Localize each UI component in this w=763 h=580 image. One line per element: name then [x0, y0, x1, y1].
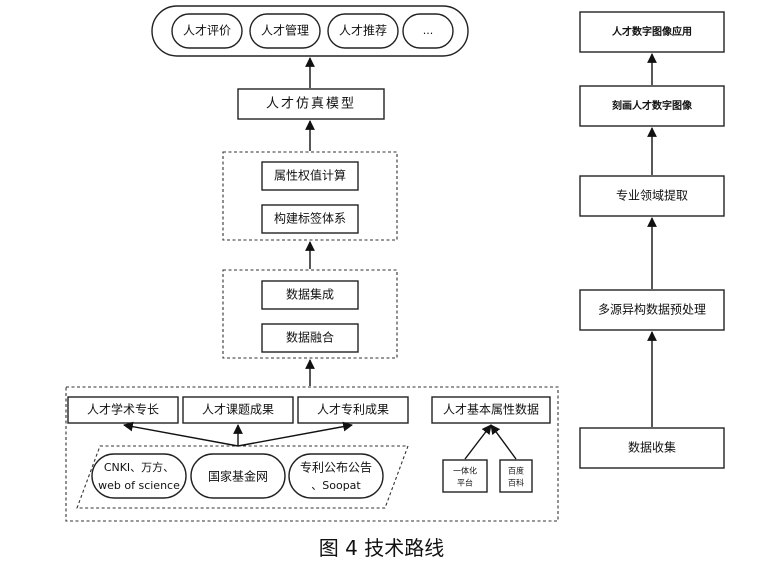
data-integration-label: 数据集成: [286, 287, 334, 302]
source-patent: 专利公布公告 、Soopat: [288, 453, 384, 499]
patent-results-box: [297, 396, 409, 424]
app-label: 人才推荐: [339, 24, 387, 38]
data-fusion-box: [261, 323, 359, 353]
domain-extraction-label: 专业领域提取: [616, 188, 688, 203]
patent-results-label: 人才专利成果: [317, 402, 389, 417]
app-label: 人才管理: [261, 23, 309, 38]
academic-expertise-label: 人才学术专长: [87, 402, 159, 417]
digital-image-application-box: [579, 11, 725, 53]
sources-parallelogram: [76, 445, 409, 509]
source-cnki-line2: web of science: [98, 479, 180, 492]
baidu-baike-line1: 百度: [508, 466, 524, 476]
basic-attributes-label: 人才基本属性数据: [443, 402, 539, 417]
label-system-label: 构建标签体系: [274, 211, 346, 226]
source-cnki-line1: CNKI、万方、: [104, 460, 174, 474]
attribute-weight-label: 属性权值计算: [274, 168, 346, 183]
bottom-source-container: [65, 386, 559, 522]
project-results-label: 人才课题成果: [202, 403, 274, 417]
integrated-platform-line1: 一体化: [453, 466, 477, 476]
domain-extraction-box: [579, 175, 725, 217]
data-collection-label: 数据收集: [628, 440, 676, 455]
portray-digital-image-label: 刻画人才数字图像: [612, 99, 693, 112]
source-patent-line1: 专利公布公告: [300, 460, 372, 475]
app-label: 人才评价: [183, 24, 231, 38]
app-pill-talent-recommendation: 人才推荐: [327, 13, 399, 49]
simulation-model-label: 人才仿真模型: [266, 97, 356, 112]
integrated-platform-box: [442, 459, 488, 493]
academic-expertise-box: [67, 396, 179, 424]
source-national-fund: 国家基金网: [190, 453, 286, 499]
integrated-platform-line2: 平台: [457, 478, 473, 488]
arrow-sources-to-academic: [123, 421, 239, 447]
digital-image-application-label: 人才数字图像应用: [612, 25, 692, 38]
label-system-box: [261, 204, 359, 234]
data-group-container: [222, 269, 398, 359]
simulation-model-box: [237, 88, 385, 120]
app-label: ...: [423, 24, 434, 37]
figure-caption: 图 4 技术路线: [318, 536, 445, 560]
attribute-weight-box: [261, 161, 359, 191]
data-collection-box: [579, 427, 725, 469]
label-group-container: [222, 151, 398, 241]
app-pill-talent-evaluation: 人才评价: [171, 13, 243, 49]
source-patent-line2: 、Soopat: [311, 479, 361, 492]
data-fusion-label: 数据融合: [286, 330, 334, 345]
arrow-platform-to-basic: [464, 424, 492, 460]
source-cnki: CNKI、万方、 web of science: [91, 453, 187, 499]
source-fund-label: 国家基金网: [208, 469, 268, 484]
preprocessing-box: [579, 289, 725, 331]
basic-attributes-box: [431, 396, 551, 424]
baidu-baike-box: [499, 459, 533, 493]
app-pill-more: ...: [402, 13, 454, 49]
data-integration-box: [261, 280, 359, 310]
preprocessing-label: 多源异构数据预处理: [598, 302, 706, 317]
portray-digital-image-box: [579, 85, 725, 127]
baidu-baike-line2: 百科: [508, 478, 524, 488]
project-results-box: [182, 396, 294, 424]
arrow-sources-to-patent: [237, 421, 353, 447]
arrow-baike-to-basic: [490, 424, 517, 460]
app-pill-talent-management: 人才管理: [249, 13, 321, 49]
